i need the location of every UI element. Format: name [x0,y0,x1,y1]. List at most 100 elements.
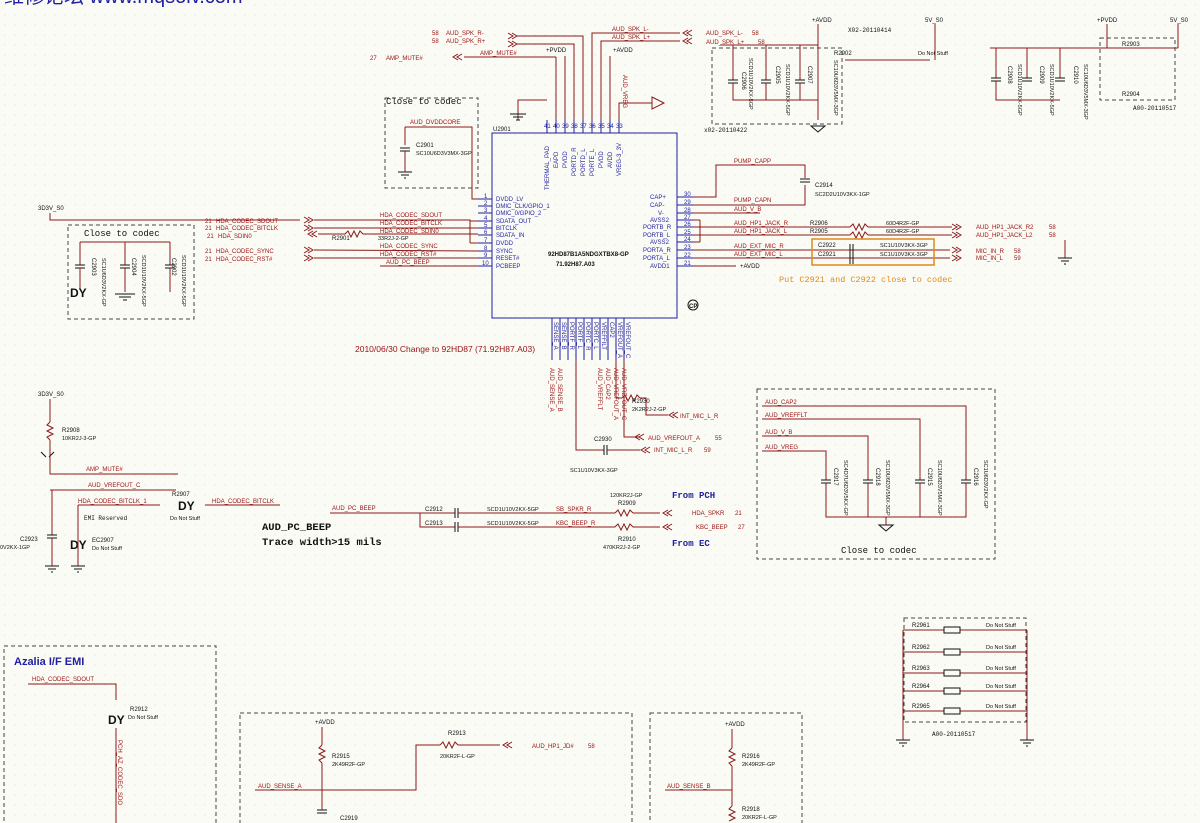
net-aud-hp1-jd: AUD_HP1_JD# [532,744,574,750]
svg-text:27: 27 [738,525,745,531]
svg-text:39: 39 [562,124,569,130]
svg-text:C2910: C2910 [1072,66,1078,84]
power-avdd-chip: +AVDD [613,48,633,54]
svg-text:RESET#: RESET# [496,256,520,262]
bottom-pin-vrefflt: VREFFILT [599,318,606,360]
svg-text:PVDD: PVDD [563,151,569,168]
net-hda-sdin0: HDA_SDIN0 [218,234,252,240]
svg-text:2K49R2F-GP: 2K49R2F-GP [742,762,775,768]
hp-sense-block: +AVDD R2915 2K49R2F-GP AUD_SENSE_A R2913… [239,712,633,823]
net-aud-vrefout-a: AUD_VREFOUT_A [612,368,618,420]
svg-text:AVDD1: AVDD1 [650,264,670,270]
svg-text:DMIC_CLK/GPIO_1: DMIC_CLK/GPIO_1 [496,204,550,210]
svg-text:21: 21 [205,219,212,225]
svg-text:25: 25 [684,230,691,236]
svg-text:3: 3 [484,208,488,214]
svg-text:C2912: C2912 [425,507,443,513]
watermark-text: 维修论坛 www.mqsolv.com [4,0,243,8]
net-aud-sense-a: AUD_SENSE_A [548,368,554,412]
svg-text:SENSE_A: SENSE_A [552,322,558,350]
svg-text:INT_MIC_L_R: INT_MIC_L_R [654,448,693,454]
svg-text:SCD1U10V2KX-5GP: SCD1U10V2KX-5GP [1048,64,1054,116]
svg-text:470KR2J-2-GP: 470KR2J-2-GP [603,545,641,551]
net-aud-ext-mic-r: AUD_EXT_MIC_R [734,244,784,250]
svg-text:60D4R2F-GP: 60D4R2F-GP [886,221,920,227]
svg-text:58: 58 [432,31,439,37]
svg-text:29: 29 [684,200,691,206]
svg-text:C2904: C2904 [130,258,136,276]
pvdd-decaps-right: +PVDD 5V_S0 R2903 R2904 A00-20110517 C29… [990,18,1189,120]
svg-text:58: 58 [1049,225,1056,231]
svg-text:THERMAL_PAD: THERMAL_PAD [545,145,551,190]
svg-text:SC10U6D3V5MX-3GP: SC10U6D3V5MX-3GP [832,60,838,116]
pc-beep-block: AUD_PC_BEEP C2912 C2913 SCD1U10V2KX-5GP … [262,491,745,551]
net-aud-vrefout-c-b: AUD_VREFOUT_C [88,483,141,489]
svg-text:1: 1 [484,194,488,200]
svg-text:R2902: R2902 [834,51,852,57]
svg-text:SC1U6D3V2KX-GP: SC1U6D3V2KX-GP [100,258,106,307]
svg-text:R2918: R2918 [742,807,760,813]
svg-text:R2962: R2962 [912,645,930,651]
net-aud-cap2: AUD_CAP2 [604,368,610,400]
power-5v-right: 5V_S0 [1170,18,1189,24]
net-aud-vrefflt: AUD_VREFFLT [596,368,602,411]
svg-text:SC1U10V3KX-3GP: SC1U10V3KX-3GP [880,252,928,258]
svg-text:R2965: R2965 [912,704,930,710]
svg-text:SC4D7U6D3V5KX-GP: SC4D7U6D3V5KX-GP [842,460,848,516]
r2901-value: 33R2J-2-GP [378,236,409,242]
bottom-pin-portc-l: PORTC_L [591,318,598,360]
svg-text:+AVDD: +AVDD [725,722,745,728]
svg-text:R2961: R2961 [912,623,930,629]
decap-c2904: C2904 SCD1U10V2KX-5GP [120,242,146,307]
svg-text:PORTD_L: PORTD_L [581,148,587,176]
net-aud-hp1-jack-r: AUD_HP1_JACK_R [734,221,789,227]
svg-text:PORTB_R: PORTB_R [643,225,672,231]
svg-text:26: 26 [684,222,691,228]
svg-text:SDATA_OUT: SDATA_OUT [496,219,531,225]
svg-text:AVSS2: AVSS2 [650,218,670,224]
svg-text:R2903: R2903 [1122,42,1140,48]
svg-text:DMIC_0/GPIO_2: DMIC_0/GPIO_2 [496,211,542,217]
svg-text:SCD1U10V2KX-5GP: SCD1U10V2KX-5GP [140,255,146,307]
power-avdd-pin21: +AVDD [740,264,760,270]
svg-text:Do Not Stuff: Do Not Stuff [918,51,948,57]
net-aud-spk-r-minus: AUD_SPK_R- [446,31,484,37]
svg-text:PORTA_R: PORTA_R [643,248,671,254]
bottom-pin-sense-a: SENSE_A [551,318,558,360]
net-hda-rst-b: HDA_CODEC_RST# [380,252,437,258]
net-hda-codec-sdout-b: HDA_CODEC_SDOUT [32,677,94,683]
svg-text:C2913: C2913 [425,521,443,527]
net-pump-capn: PUMP_CAPN [734,198,771,204]
svg-text:36: 36 [589,124,596,130]
svg-text:58: 58 [758,40,765,46]
svg-text:SCD1U10V2KX-5GP: SCD1U10V2KX-5GP [1016,64,1022,116]
svg-text:21: 21 [205,249,212,255]
bottom-pin-vrefout-a: VREFOUT_A [615,318,622,360]
net-aud-pc-beep-chip: AUD_PC_BEEP [386,260,430,266]
svg-text:AUD_SPK_L+: AUD_SPK_L+ [706,40,745,46]
svg-text:R2908: R2908 [62,428,80,434]
power-5v-top: 5V_S0 [925,18,944,24]
right-side-nets: PUMP_CAPP PUMP_CAPN C2914 SC2D2U10V3KX-1… [693,159,1072,285]
svg-text:R2930: R2930 [632,399,650,405]
svg-text:C2909: C2909 [1038,66,1044,84]
chip-ref: U2901 [493,127,511,133]
svg-text:SCD1U10V2KX-5GP: SCD1U10V2KX-5GP [784,64,790,116]
svg-text:R2907: R2907 [172,492,190,498]
power-pvdd-chip: +PVDD [546,48,567,54]
svg-text:R2905: R2905 [810,229,828,235]
